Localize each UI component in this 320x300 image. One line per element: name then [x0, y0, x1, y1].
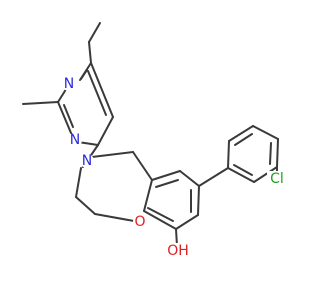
bond: [234, 133, 253, 146]
bond: [269, 142, 272, 165]
hydroxyl-label: OH: [167, 243, 189, 259]
bond: [227, 167, 255, 183]
bond: [94, 213, 135, 222]
atom-background: [267, 171, 287, 187]
nitrogen-atom-label: N: [82, 153, 92, 169]
bond: [143, 210, 177, 230]
chlorine-atom-label: Cl: [270, 171, 284, 187]
bond: [91, 151, 134, 158]
nitrogen-atom-label: N: [70, 132, 80, 148]
bonds: [22, 22, 279, 247]
atom-background: [168, 243, 188, 259]
bond: [75, 167, 82, 198]
chemical-structure: N N N O OH Cl: [22, 22, 287, 259]
bond: [87, 70, 107, 116]
bond: [197, 185, 200, 216]
bond: [227, 140, 230, 169]
atom-background: [133, 215, 147, 229]
bond: [22, 101, 59, 105]
structure-canvas: N N N O OH Cl: [22, 22, 287, 259]
oxygen-atom-label: O: [134, 214, 145, 230]
bond: [233, 164, 253, 176]
bond: [155, 179, 179, 188]
atom-background: [80, 154, 94, 168]
bond: [143, 179, 153, 212]
bond: [90, 62, 114, 118]
bond: [151, 170, 181, 181]
atom-labels: N N N O OH Cl: [62, 76, 287, 259]
bond: [276, 138, 279, 168]
bond: [198, 167, 229, 187]
bond: [88, 22, 101, 43]
bond: [228, 125, 254, 142]
bond: [175, 214, 199, 230]
nitrogen-atom-label: N: [64, 76, 74, 92]
bond: [179, 170, 200, 187]
atom-background: [62, 77, 76, 91]
bond: [57, 101, 72, 134]
bond: [97, 116, 114, 146]
atom-background: [68, 133, 82, 147]
bond: [88, 41, 92, 64]
bond: [253, 166, 278, 183]
bond: [132, 151, 153, 181]
bond: [252, 125, 279, 140]
bond: [75, 196, 96, 215]
bond: [147, 207, 174, 222]
bond: [80, 69, 88, 80]
bond: [63, 104, 74, 128]
